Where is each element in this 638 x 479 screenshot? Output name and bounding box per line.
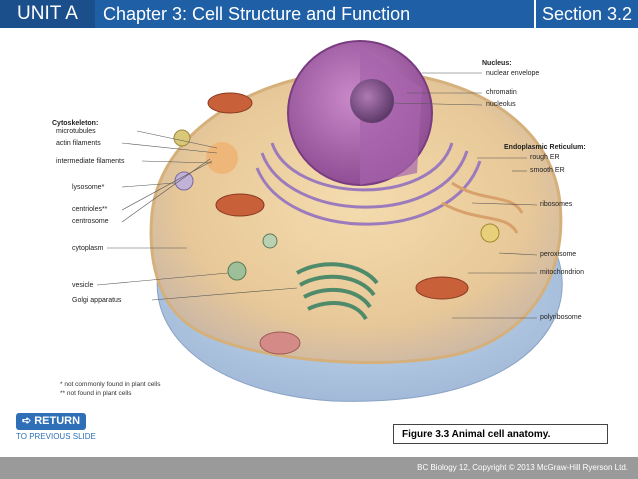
mitochondrion: [215, 193, 265, 217]
lipid-droplet: [259, 331, 301, 355]
label-nucleus: Nucleus:: [482, 60, 512, 67]
label-golgi-apparatus: Golgi apparatus: [72, 297, 122, 304]
chapter-title: Chapter 3: Cell Structure and Function: [103, 4, 411, 24]
copyright-text: BC Biology 12, Copyright © 2013 McGraw-H…: [417, 463, 628, 472]
return-label: RETURN: [34, 415, 81, 427]
label-rough-er: rough ER: [530, 154, 560, 161]
peroxisome: [480, 223, 500, 243]
label-actin-filaments: actin filaments: [56, 140, 101, 147]
label-lysosome: lysosome*: [72, 184, 105, 191]
vesicle: [227, 261, 247, 281]
leader-lines: [96, 72, 538, 319]
label-polyribosome: polyribosome: [540, 314, 582, 321]
label-ribosomes: ribosomes: [540, 201, 573, 208]
label-cytoplasm: cytoplasm: [72, 245, 104, 252]
slide-footer: BC Biology 12, Copyright © 2013 McGraw-H…: [0, 457, 638, 479]
return-to-previous-slide-link[interactable]: TO PREVIOUS SLIDE: [16, 432, 96, 441]
label-centrioles: centrioles**: [72, 206, 108, 213]
label-endoplasmic-reticulum: Endoplasmic Reticulum:: [504, 144, 586, 151]
animal-cell-illustration: [96, 40, 563, 402]
centrosome: [206, 142, 238, 174]
label-chromatin: chromatin: [486, 89, 517, 96]
section-title: Section 3.2: [534, 0, 638, 28]
lysosome: [174, 171, 194, 191]
label-centrosome: centrosome: [72, 218, 109, 225]
label-nuclear-envelope: nuclear envelope: [486, 70, 540, 77]
label-cytoskeleton: Cytoskeleton:: [52, 120, 99, 127]
unit-title: UNIT A: [0, 0, 95, 28]
smooth-er: [441, 181, 524, 234]
label-peroxisome: peroxisome: [540, 251, 577, 258]
mitochondrion: [415, 276, 469, 300]
label-nucleolus: nucleolus: [486, 101, 516, 108]
label-vesicle: vesicle: [72, 282, 94, 289]
footnote-plant-cells-1: * not commonly found in plant cells: [60, 381, 161, 388]
return-arrow-icon: ➪: [21, 415, 32, 427]
mitochondrion: [207, 92, 253, 114]
figure-caption: Figure 3.3 Animal cell anatomy.: [393, 424, 608, 444]
footnote-plant-cells-2: ** not found in plant cells: [60, 390, 132, 397]
label-mitochondrion: mitochondrion: [540, 269, 584, 276]
label-microtubules: microtubules: [56, 128, 96, 135]
nucleolus: [350, 79, 394, 123]
vesicle: [173, 129, 191, 147]
return-button[interactable]: ➪ RETURN: [16, 413, 86, 430]
slide-header: UNIT A Chapter 3: Cell Structure and Fun…: [0, 0, 638, 28]
golgi-apparatus: [295, 262, 379, 321]
vesicle: [262, 233, 278, 249]
label-intermediate-filaments: intermediate filaments: [56, 158, 125, 165]
cell-diagram: Nucleus: nuclear envelope chromatin nucl…: [12, 33, 626, 411]
label-smooth-er: smooth ER: [530, 167, 565, 174]
